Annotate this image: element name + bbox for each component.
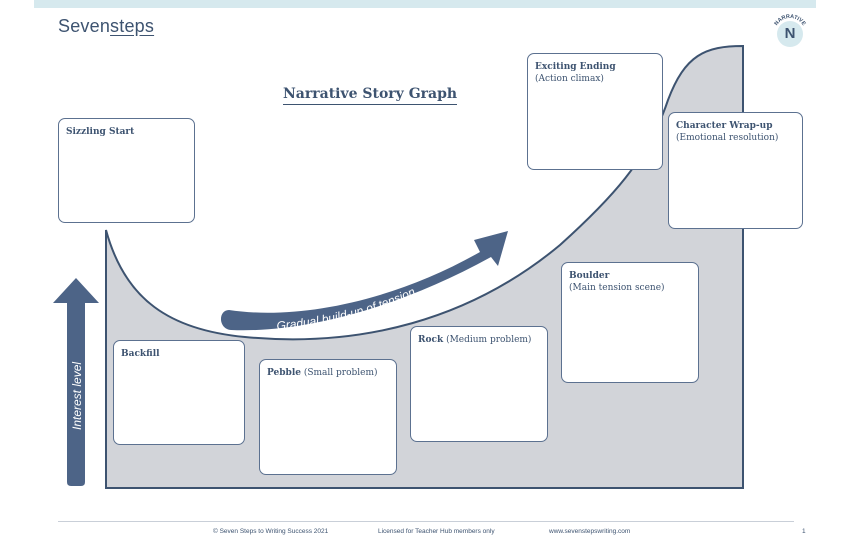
box-title: Pebble xyxy=(267,368,301,378)
box-backfill[interactable]: Backfill xyxy=(113,340,245,445)
interest-level-label: Interest level xyxy=(70,362,84,430)
interest-arrow xyxy=(53,278,99,486)
box-subtitle: (Small problem) xyxy=(300,368,378,378)
box-subtitle: (Medium problem) xyxy=(443,335,532,345)
top-accent-bar xyxy=(34,0,816,8)
logo-text-seven: Seven xyxy=(58,16,111,36)
logo-text-steps: steps xyxy=(110,16,155,36)
footer-divider xyxy=(58,521,794,522)
box-title: Sizzling Start xyxy=(66,127,135,137)
box-title: Rock xyxy=(418,335,444,345)
footer-license: Licensed for Teacher Hub members only xyxy=(378,528,495,535)
footer-copyright: © Seven Steps to Writing Success 2021 xyxy=(213,528,329,535)
box-boulder[interactable]: Boulder (Main tension scene) xyxy=(561,262,699,383)
sevensteps-logo: Sevensteps xyxy=(58,16,154,37)
narrative-badge: NARRATIVE N xyxy=(770,13,810,53)
badge-letter: N xyxy=(784,25,796,42)
tension-label: Gradual build-up of tension xyxy=(276,284,418,333)
tension-arrow xyxy=(220,231,508,331)
badge-circle xyxy=(777,21,803,47)
box-pebble[interactable]: Pebble (Small problem) xyxy=(259,359,397,475)
box-title: Character Wrap-up xyxy=(676,121,773,131)
box-subtitle: (Action climax) xyxy=(535,74,604,84)
box-title: Boulder xyxy=(569,271,610,281)
footer-website-link[interactable]: www.sevenstepswriting.com xyxy=(549,528,631,535)
box-subtitle: (Main tension scene) xyxy=(569,283,665,293)
box-character-wrapup[interactable]: Character Wrap-up (Emotional resolution) xyxy=(668,112,803,229)
page-title: Narrative Story Graph xyxy=(283,86,458,105)
box-title: Exciting Ending xyxy=(535,62,616,72)
box-title: Backfill xyxy=(121,349,160,359)
box-rock[interactable]: Rock (Medium problem) xyxy=(410,326,548,442)
box-exciting-ending[interactable]: Exciting Ending (Action climax) xyxy=(527,53,663,170)
box-sizzling-start[interactable]: Sizzling Start xyxy=(58,118,195,223)
box-subtitle: (Emotional resolution) xyxy=(676,133,779,143)
footer-page-number: 1 xyxy=(802,528,806,535)
